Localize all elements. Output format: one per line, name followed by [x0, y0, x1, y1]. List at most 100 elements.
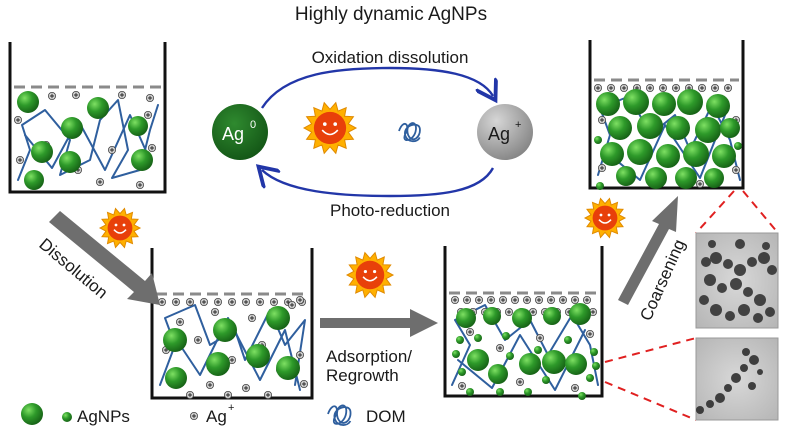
- agnp-particle: [483, 307, 501, 325]
- agnp-particle: [512, 308, 532, 328]
- agnp-particle: [600, 142, 624, 166]
- agnp-particle: [128, 116, 148, 136]
- agnp-particle: [246, 344, 270, 368]
- agnp-particles: [163, 306, 300, 389]
- agnp-particle: [704, 168, 724, 188]
- ag-ion-marker: [175, 317, 184, 326]
- ag-ion-marker: [732, 165, 741, 174]
- sun-icon: [583, 197, 627, 239]
- agnp-particle: [569, 303, 591, 325]
- ag-ion-marker: [223, 390, 232, 399]
- ag-ion-marker: [465, 327, 474, 336]
- ag-ion-marker: [199, 297, 208, 306]
- ag-ion-marker: [589, 307, 598, 316]
- dissolution-arrow: [49, 211, 160, 305]
- ag-ion-marker: [457, 381, 466, 390]
- agnp-particle: [61, 117, 83, 139]
- ag-ion-marker: [247, 313, 256, 322]
- dom-chain: [169, 317, 301, 391]
- dom-chain: [17, 99, 159, 181]
- agnp-particle: [683, 141, 709, 167]
- agnp-particle: [31, 141, 53, 163]
- agnp-particle: [586, 374, 594, 382]
- adsorption-label-line2: Regrowth: [326, 366, 399, 385]
- ag-ion-marker: [227, 355, 236, 364]
- beaker-initial: [8, 42, 167, 194]
- ag-ion-marker: [189, 411, 198, 420]
- agnp-particle: [467, 349, 489, 371]
- agnp-particles: [17, 91, 153, 190]
- agnp-particle: [458, 368, 466, 376]
- oxidation-dissolution-label: Oxidation dissolution: [312, 48, 469, 67]
- agnp-particle: [590, 348, 598, 356]
- agnp-particle: [608, 116, 632, 140]
- ag-ion-marker: [193, 335, 202, 344]
- sun-icon: [98, 207, 142, 249]
- legend-ag-ion-label: Ag: [206, 407, 227, 426]
- agnp-particle: [616, 166, 636, 186]
- ag-ion-marker: [255, 297, 264, 306]
- agnp-particle: [165, 367, 187, 389]
- agnp-particle: [623, 89, 649, 115]
- ag-ion-marker: [586, 329, 595, 338]
- ag-ion-superscript: +: [515, 119, 521, 131]
- oxidation-arrow: [260, 66, 493, 109]
- ag-ion-marker: [536, 333, 545, 342]
- agnp-particle: [656, 144, 680, 168]
- dom-chain: [451, 304, 599, 386]
- ag-ion-marker: [462, 295, 471, 304]
- beaker-coarsened: [588, 40, 745, 190]
- photo-reduction-label: Photo-reduction: [330, 201, 450, 220]
- agnp-particle: [466, 388, 474, 396]
- agnp-particle: [645, 167, 667, 189]
- agnp-particle: [488, 364, 508, 384]
- legend-ag-ion-superscript: +: [228, 402, 234, 414]
- sun-icon: [302, 101, 358, 155]
- agnp-particle: [542, 376, 550, 384]
- ag-ion-marker: [118, 91, 127, 100]
- agnp-particle: [24, 170, 44, 190]
- ag0-node: Ag 0: [212, 104, 268, 160]
- agnp-particle: [163, 328, 187, 352]
- ag-ion-marker: [659, 84, 668, 93]
- ag-ion-marker: [147, 143, 156, 152]
- tem-image-top: [695, 232, 779, 329]
- agnp-particle: [519, 353, 541, 375]
- agnp-particle: [695, 117, 721, 143]
- ag-ion-marker: [672, 84, 681, 93]
- agnp-particle: [474, 334, 482, 342]
- tem-zoom-lines: [604, 190, 779, 421]
- ag-ion-markers: [594, 84, 741, 188]
- ag-ion-marker: [474, 295, 483, 304]
- agnp-particle: [734, 142, 742, 150]
- ag-ion-marker: [696, 179, 705, 188]
- ag-ion-marker: [583, 295, 592, 304]
- dom-icon: [398, 122, 421, 143]
- agnp-particles: [594, 89, 742, 190]
- ag-ion-marker: [510, 295, 519, 304]
- ag-ion-marker: [241, 297, 250, 306]
- dom-chains: [451, 304, 599, 391]
- legend-dom-label: DOM: [366, 407, 406, 426]
- ag-ion-marker: [299, 379, 308, 388]
- ag-ion-marker: [620, 84, 629, 93]
- agnp-particle: [17, 91, 39, 113]
- ag-ion-marker: [143, 111, 152, 120]
- ag-ion-marker: [269, 297, 278, 306]
- ag-ion-marker: [263, 390, 272, 399]
- adsorption-arrow: [320, 309, 438, 337]
- ag-ion-marker: [711, 84, 720, 93]
- agnp-particle: [87, 97, 109, 119]
- coarsening-arrow: [618, 196, 678, 305]
- ag-ion-marker: [205, 380, 214, 389]
- agnp-particle: [720, 118, 740, 138]
- agnp-particle: [706, 94, 730, 118]
- ag-ion-marker: [185, 297, 194, 306]
- dissolution-step: Dissolution: [35, 207, 160, 305]
- agnp-particle: [652, 92, 676, 116]
- agnp-particle: [565, 353, 587, 375]
- agnp-particle: [524, 388, 532, 396]
- ag-ion-label: Ag: [488, 124, 510, 144]
- tem-image-bottom: [695, 337, 779, 421]
- agnp-particle: [578, 392, 586, 400]
